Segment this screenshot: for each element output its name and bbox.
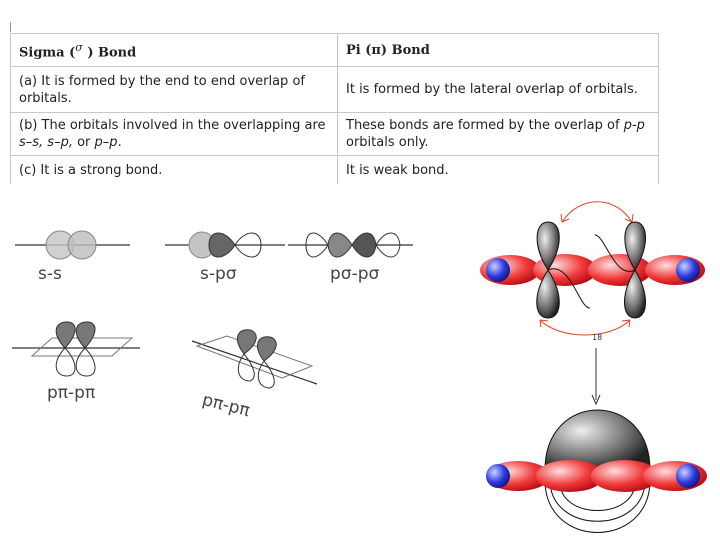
cursor-tick bbox=[10, 22, 11, 32]
sigma-cell-c: (c) It is a strong bond. bbox=[10, 155, 338, 184]
table-row: (b) The orbitals involved in the overlap… bbox=[10, 112, 659, 156]
p-p-sigma-diagram bbox=[288, 232, 413, 258]
sigma-cell-a: (a) It is formed by the end to end overl… bbox=[10, 66, 338, 113]
step-number: 18 bbox=[592, 333, 602, 342]
pi-cell-c: It is weak bond. bbox=[337, 155, 659, 184]
table-header-row: Sigma (σ ) Bond Pi (π) Bond bbox=[10, 33, 659, 67]
pi-cell-b: These bonds are formed by the overlap of… bbox=[337, 112, 659, 156]
s-s-overlap-diagram bbox=[15, 230, 130, 260]
p-pi-p-pi-tilted-diagram bbox=[191, 329, 318, 389]
s-p-sigma-diagram bbox=[165, 231, 285, 259]
pi-bond-formation-diagram: 18 bbox=[480, 201, 707, 533]
p-pi-p-pi-diagram bbox=[12, 321, 140, 377]
s-p-sigma-label: s-pσ bbox=[200, 264, 237, 284]
pi-header: Pi (π) Bond bbox=[337, 33, 659, 67]
s-s-label: s-s bbox=[38, 264, 62, 284]
sigma-cell-b: (b) The orbitals involved in the overlap… bbox=[10, 112, 338, 156]
comparison-table: Sigma (σ ) Bond Pi (π) Bond (a) It is fo… bbox=[10, 33, 659, 184]
table-row: (c) It is a strong bond. It is weak bond… bbox=[10, 155, 659, 184]
p-pi-p-pi-label: pπ-pπ bbox=[47, 383, 96, 403]
table-crop-edge bbox=[0, 192, 720, 202]
table-row: (a) It is formed by the end to end overl… bbox=[10, 66, 659, 113]
p-p-sigma-label: pσ-pσ bbox=[330, 264, 380, 284]
sigma-symbol: σ bbox=[75, 40, 83, 54]
sigma-header: Sigma (σ ) Bond bbox=[10, 33, 338, 67]
pi-cell-a: It is formed by the lateral overlap of o… bbox=[337, 66, 659, 113]
